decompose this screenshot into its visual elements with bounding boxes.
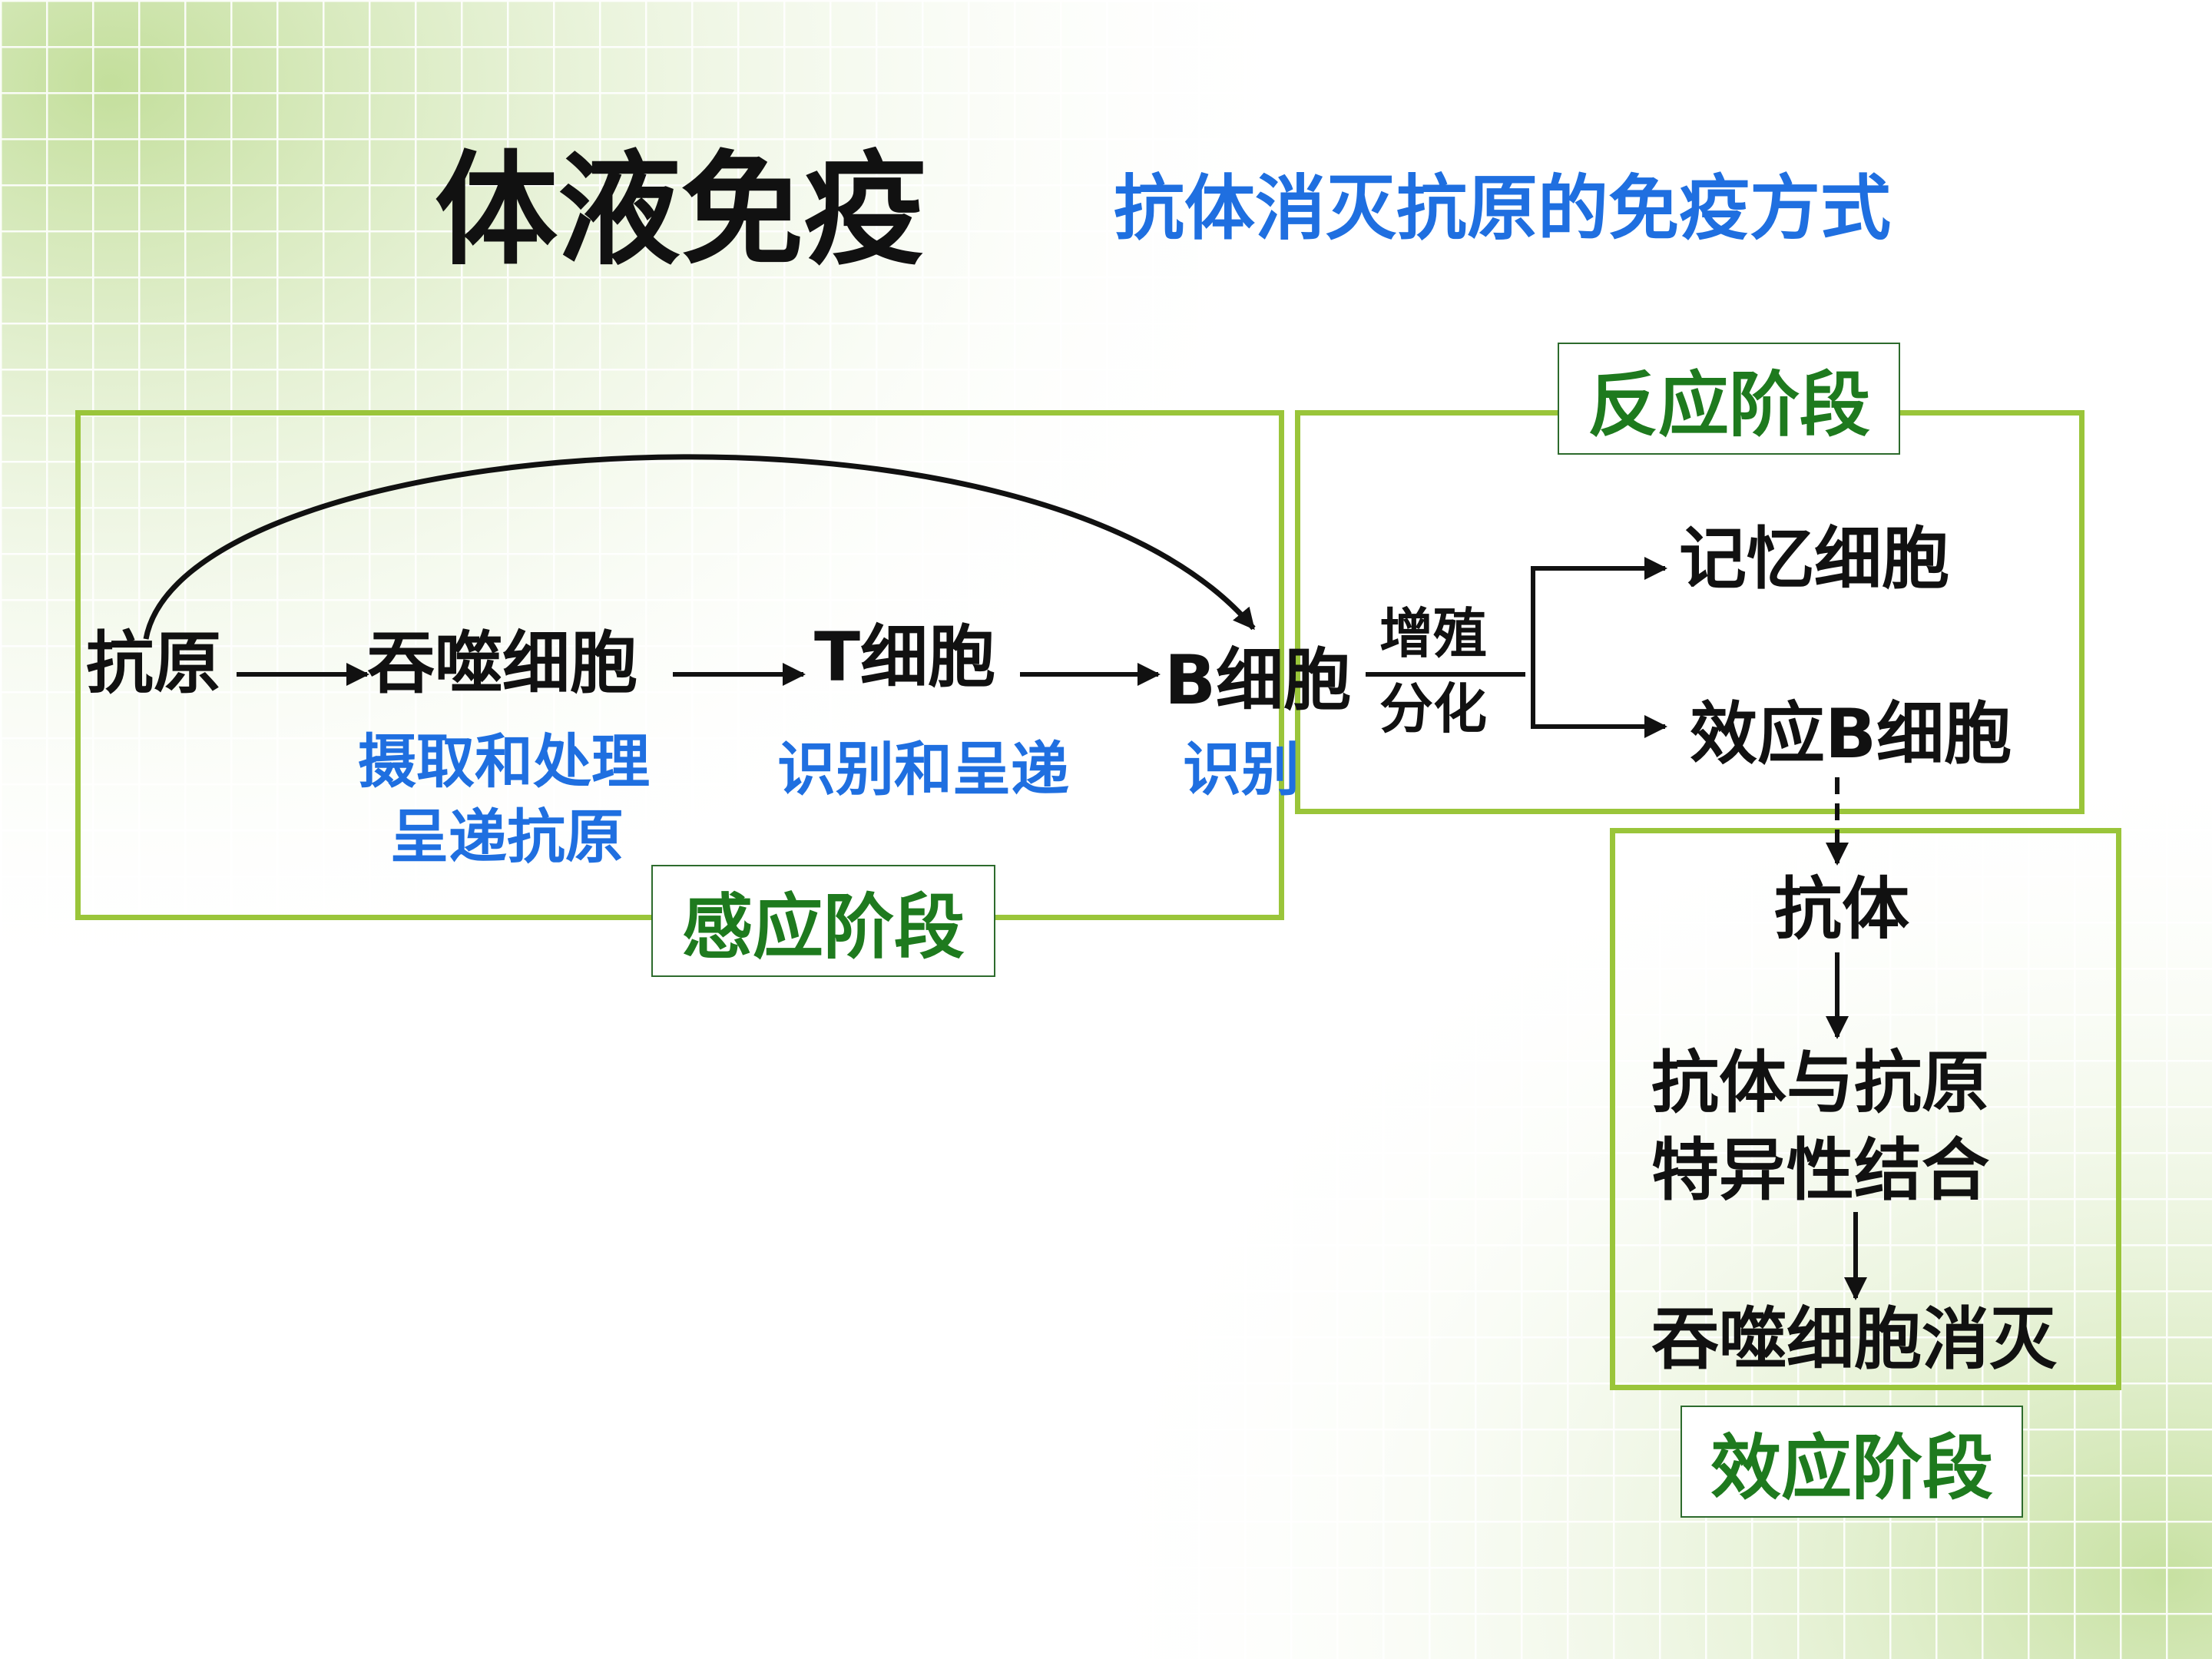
node-effector-b-cell: 效应B细胞 [1690,694,2012,773]
node-phagocyte-destroy: 吞噬细胞消灭 [1651,1300,2058,1379]
tag-effector-stage: 效应阶段 [1681,1406,2023,1518]
label-differentiate: 分化 [1379,677,1487,740]
tag-reaction-stage: 反应阶段 [1558,343,1900,455]
phagocyte-role-line2: 呈递抗原 [390,803,624,871]
label-proliferate: 增殖 [1379,602,1487,665]
node-antigen: 抗原 [86,624,222,703]
b-cell-role: 识别 [1183,735,1300,803]
t-cell-role: 识别和呈递 [777,735,1069,803]
page-title: 体液免疫 [435,138,927,282]
node-phagocyte: 吞噬细胞 [367,624,638,703]
page-subtitle: 抗体消灭抗原的免疫方式 [1114,167,1892,250]
node-antibody: 抗体 [1774,869,1910,949]
node-binding-line2: 特异性结合 [1651,1131,1990,1210]
node-binding-line1: 抗体与抗原 [1651,1043,1990,1122]
effector-stage-frame [1610,828,2121,1390]
node-t-cell: T细胞 [814,618,996,697]
tag-induction-stage: 感应阶段 [651,865,995,977]
antigen-to-bcell-arc [143,454,1256,640]
node-b-cell: B细胞 [1164,641,1352,720]
node-memory-cell: 记忆细胞 [1679,519,1950,598]
phagocyte-role-line1: 摄取和处理 [358,727,650,796]
